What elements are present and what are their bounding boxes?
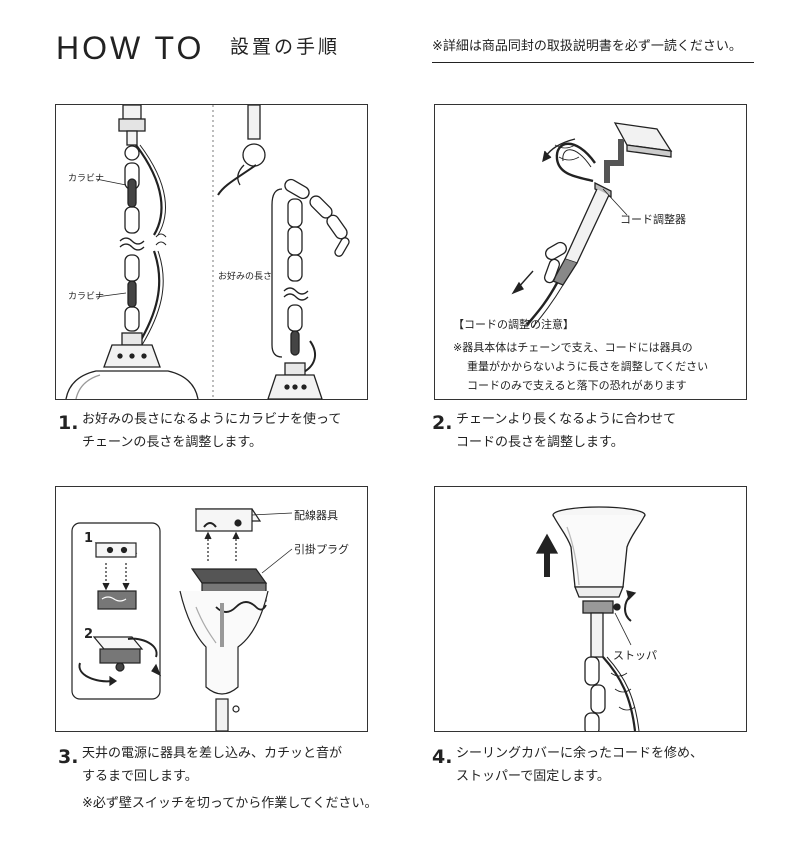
step2-illustration: コード調整器 【コードの調整の注意】 ※器具本体はチェーンで支え、コードには器具… <box>434 104 747 400</box>
caution-title: 【コードの調整の注意】 <box>453 318 574 331</box>
step2-number: 2. <box>432 412 453 434</box>
step3-line2: するまで回します。 <box>82 769 198 784</box>
step2-line1: チェーンより長くなるように合わせて <box>456 412 677 427</box>
page-title-en: HOW TO <box>56 30 205 66</box>
step3-line1: 天井の電源に器具を差し込み、カチッと音が <box>82 746 343 761</box>
step4-diagram <box>535 506 646 731</box>
step3-text: 天井の電源に器具を差し込み、カチッと音が するまで回します。 ※必ず壁スイッチを… <box>82 742 377 815</box>
label-stopper: ストッパ <box>613 649 657 662</box>
step1-number: 1. <box>58 412 79 434</box>
label-carabiner-bottom: カラビナ <box>68 292 105 302</box>
label-carabiner-top: カラビナ <box>68 174 105 184</box>
step4-text: シーリングカバーに余ったコードを修め、 ストッパーで固定します。 <box>456 742 703 788</box>
label-cord-adjuster: コード調整器 <box>620 213 686 226</box>
step3-number: 3. <box>58 746 79 768</box>
caution-line2: 重量がかからないように長さを調整してください <box>467 360 709 373</box>
step3-illustration: 1 2 配線器具 引掛プラグ <box>55 486 368 732</box>
step3-diagram <box>71 508 293 731</box>
caution-line3: コードのみで支えると落下の恐れがあります <box>467 379 687 392</box>
step2-line2: コードの長さを調整します。 <box>456 435 624 450</box>
step2-diagram <box>511 122 673 328</box>
step1-text: お好みの長さになるようにカラビナを使って チェーンの長さを調整します。 <box>82 408 341 454</box>
step1-line2: チェーンの長さを調整します。 <box>82 435 263 450</box>
label-wiring-fixture: 配線器具 <box>294 509 338 522</box>
label-substep-1: 1 <box>84 531 94 546</box>
page-title-ja: 設置の手順 <box>230 36 341 58</box>
label-substep-2: 2 <box>84 627 94 642</box>
step4-line1: シーリングカバーに余ったコードを修め、 <box>456 746 704 761</box>
step4-number: 4. <box>432 746 453 768</box>
step3-note: ※必ず壁スイッチを切ってから作業してください。 <box>82 796 378 811</box>
step1-illustration: カラビナ カラビナ お好みの長さ <box>55 104 368 400</box>
manual-note: ※詳細は商品同封の取扱説明書を必ず一読ください。 <box>432 39 742 54</box>
caution-line1: ※器具本体はチェーンで支え、コードには器具の <box>453 341 693 354</box>
step4-illustration: ストッパ <box>434 486 747 732</box>
label-hook-plug: 引掛プラグ <box>294 543 349 556</box>
step4-line2: ストッパーで固定します。 <box>456 769 610 784</box>
cord-caution-box: 【コードの調整の注意】 ※器具本体はチェーンで支え、コードには器具の 重量がかか… <box>453 315 708 395</box>
step1-diagram <box>65 105 350 399</box>
note-underline <box>432 62 754 63</box>
step2-text: チェーンより長くなるように合わせて コードの長さを調整します。 <box>456 408 676 454</box>
step1-line1: お好みの長さになるようにカラビナを使って <box>82 412 342 427</box>
label-preferred-length: お好みの長さ <box>218 272 273 282</box>
